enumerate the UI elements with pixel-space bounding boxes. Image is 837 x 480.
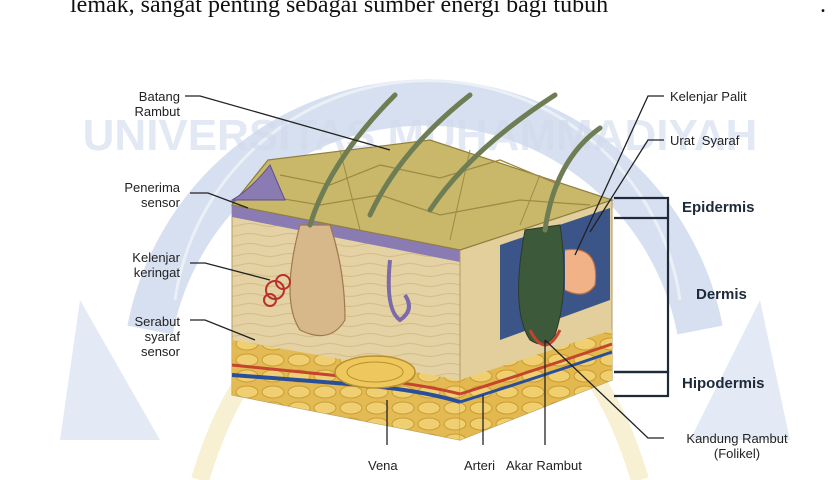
label-kelenjar-palit: Kelenjar Palit: [670, 89, 747, 104]
label-line: Serabut: [102, 314, 180, 329]
label-penerima-sensor: Penerima sensor: [102, 180, 180, 210]
label-akar-rambut: Akar Rambut: [506, 458, 582, 473]
label-line: Kandung Rambut: [664, 431, 810, 446]
label-urat-syaraf: Urat Syaraf: [670, 133, 739, 148]
label-line: sensor: [102, 195, 180, 210]
label-line: keringat: [102, 265, 180, 280]
layer-hipodermis: Hipodermis: [682, 375, 765, 392]
label-line: sensor: [102, 344, 180, 359]
label-line: Kelenjar: [102, 250, 180, 265]
layer-dermis: Dermis: [696, 286, 747, 303]
label-kelenjar-keringat: Kelenjar keringat: [102, 250, 180, 280]
label-line: Rambut: [102, 104, 180, 119]
label-line: syaraf: [102, 329, 180, 344]
label-serabut-syaraf-sensor: Serabut syaraf sensor: [102, 314, 180, 359]
label-line: Batang: [102, 89, 180, 104]
label-kandung-rambut: Kandung Rambut (Folikel): [664, 431, 810, 461]
label-line: Penerima: [102, 180, 180, 195]
layer-epidermis: Epidermis: [682, 199, 755, 216]
label-arteri: Arteri: [464, 458, 495, 473]
label-line: (Folikel): [664, 446, 810, 461]
label-vena: Vena: [368, 458, 398, 473]
label-batang-rambut: Batang Rambut: [102, 89, 180, 119]
